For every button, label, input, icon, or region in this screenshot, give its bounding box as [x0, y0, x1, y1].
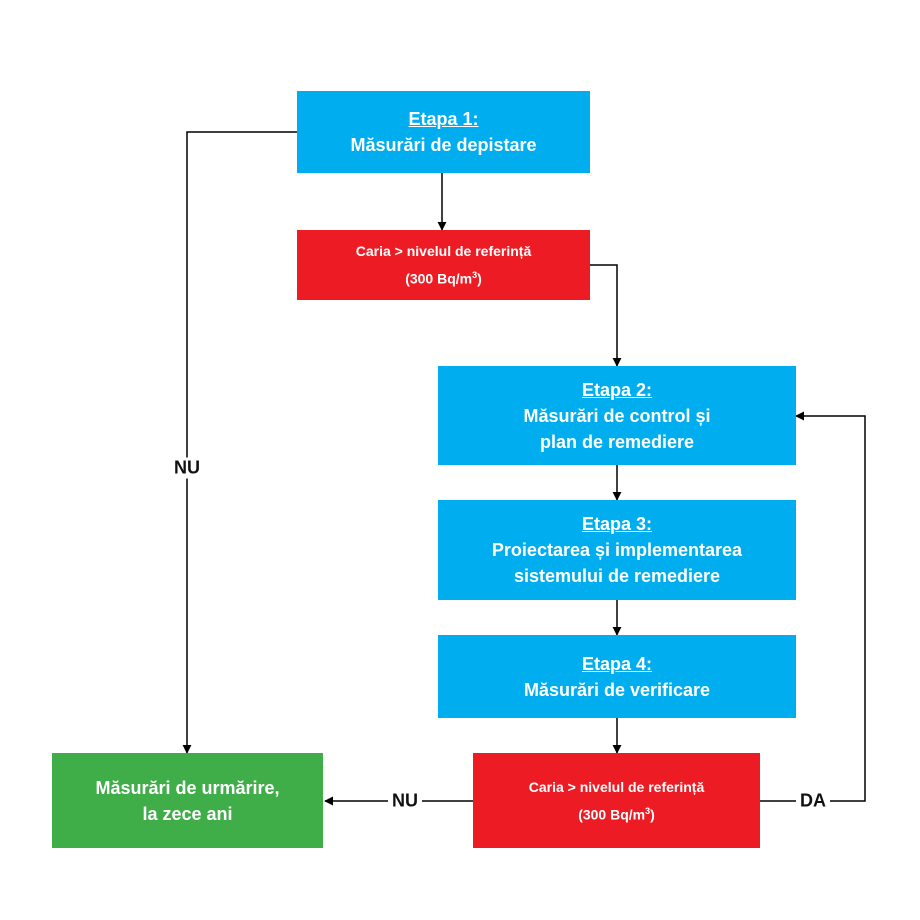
step1-line-1: Măsurări de depistare [350, 135, 537, 155]
step2-line-2: plan de remediere [539, 431, 695, 452]
followup-box: Măsurări de urmărire, la zece ani [52, 753, 323, 848]
check1-text: Caria > nivelul de referință [355, 243, 532, 260]
check2-text: Caria > nivelul de referință [528, 778, 705, 795]
label-no-bottom: NU [388, 790, 422, 812]
step1-title: Etapa 1: [408, 109, 479, 129]
step3-line-2: sistemului de remediere [513, 566, 721, 586]
check2-box: Caria > nivelul de referință (300 Bq/m3) [473, 753, 760, 848]
check2-value: (300 Bq/m3) [578, 805, 655, 823]
check1-value: (300 Bq/m3) [405, 270, 482, 287]
step4-box: Etapa 4: Măsurări de verificare [438, 635, 796, 718]
followup-line-1: Măsurări de urmărire, [95, 777, 280, 798]
step3-box: Etapa 3: Proiectarea și implementarea si… [438, 500, 796, 600]
step3-title: Etapa 3: [581, 514, 653, 534]
step2-title: Etapa 2: [581, 379, 653, 400]
arrow-check2-loop-to-step2 [760, 411, 866, 802]
step4-line-1: Măsurări de verificare [523, 679, 711, 700]
check1-box: Caria > nivelul de referință (300 Bq/m3) [297, 230, 590, 300]
step1-box: Etapa 1: Măsurări de depistare [297, 91, 590, 173]
step2-line-1: Măsurări de control și [523, 405, 711, 426]
followup-line-2: la zece ani [142, 803, 233, 824]
label-yes: DA [796, 790, 830, 812]
step4-title: Etapa 4: [581, 653, 653, 674]
label-no-left: NU [170, 457, 204, 479]
arrow-check1-to-step2 [590, 264, 622, 367]
step3-line-1: Proiectarea și implementarea [491, 540, 743, 560]
arrow-step1-to-followup [182, 131, 297, 754]
step2-box: Etapa 2: Măsurări de control și plan de … [438, 366, 796, 465]
